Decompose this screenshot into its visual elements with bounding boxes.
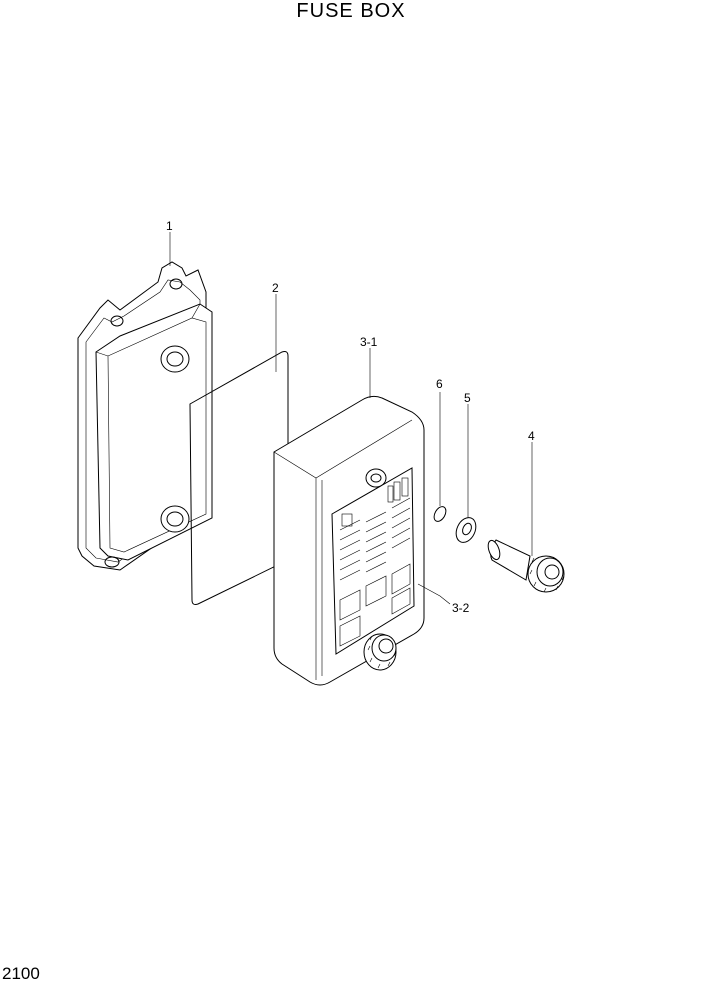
part-4-bolt <box>487 539 565 593</box>
callout-6: 6 <box>436 377 443 391</box>
part-3-1-fuse-box-body <box>273 395 425 686</box>
part-6-o-ring <box>433 506 447 522</box>
callout-2: 2 <box>272 281 279 295</box>
callout-4: 4 <box>528 429 535 443</box>
page-number: 2100 <box>2 964 40 983</box>
callout-3-1: 3-1 <box>360 335 378 349</box>
page-title: FUSE BOX <box>296 0 406 22</box>
leader-lines <box>169 232 533 605</box>
part-1-cover <box>77 261 213 571</box>
callout-5: 5 <box>464 391 471 405</box>
callout-3-2: 3-2 <box>452 601 470 615</box>
part-5-washer <box>455 517 477 543</box>
callout-1: 1 <box>166 219 173 233</box>
